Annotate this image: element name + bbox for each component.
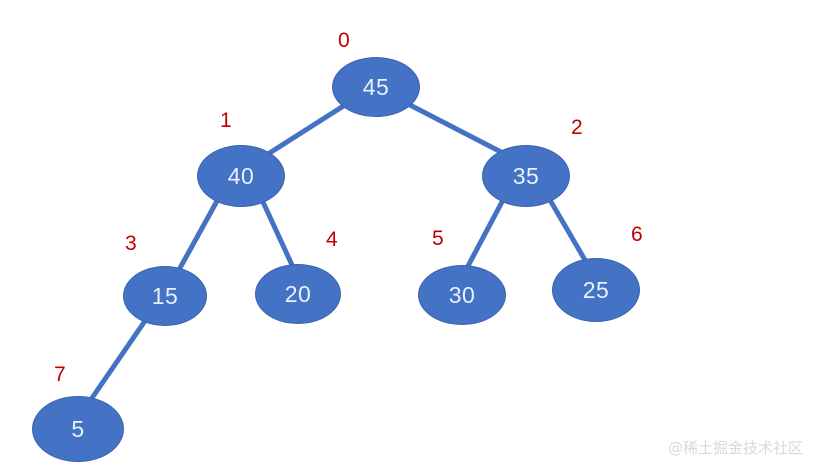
tree-node-value: 5	[71, 415, 85, 442]
tree-node-index-2: 2	[571, 116, 583, 139]
tree-node-25[interactable]: 25	[552, 258, 640, 322]
tree-edge	[177, 198, 220, 271]
tree-node-index-5: 5	[432, 227, 444, 250]
tree-edge	[465, 197, 506, 269]
tree-edge	[265, 102, 348, 157]
tree-node-30[interactable]: 30	[418, 265, 506, 325]
tree-node-value: 35	[512, 162, 540, 189]
tree-node-index-7: 7	[54, 363, 66, 386]
tree-node-value: 20	[284, 280, 312, 307]
tree-node-value: 45	[362, 73, 390, 100]
tree-node-5[interactable]: 5	[32, 396, 124, 462]
tree-edge	[547, 197, 588, 263]
tree-edge	[89, 315, 150, 401]
tree-node-index-6: 6	[631, 223, 643, 246]
tree-node-index-0: 0	[338, 29, 350, 52]
watermark-text: @稀土掘金技术社区	[668, 439, 804, 457]
tree-node-index-1: 1	[220, 109, 232, 132]
tree-node-value: 15	[151, 282, 179, 309]
tree-edge	[405, 101, 506, 156]
tree-edge	[260, 199, 295, 268]
tree-node-35[interactable]: 35	[482, 145, 570, 207]
tree-node-index-3: 3	[125, 232, 137, 255]
tree-node-value: 30	[448, 281, 476, 308]
tree-node-45[interactable]: 45	[332, 57, 420, 117]
tree-node-40[interactable]: 40	[197, 145, 285, 207]
tree-node-20[interactable]: 20	[255, 264, 341, 324]
tree-node-value: 40	[227, 162, 255, 189]
tree-node-value: 25	[582, 276, 610, 303]
tree-node-index-4: 4	[326, 228, 338, 251]
tree-node-15[interactable]: 15	[123, 266, 207, 326]
